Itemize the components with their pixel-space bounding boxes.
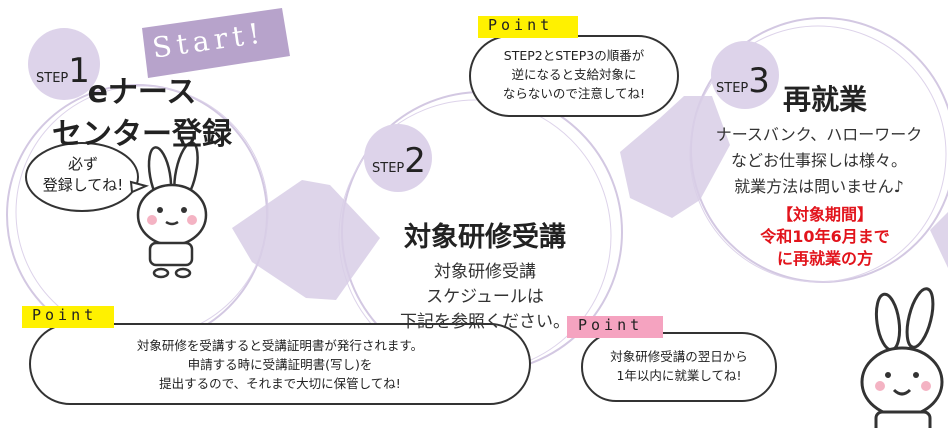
step1-title: eナース センター登録 <box>44 72 240 156</box>
point1-label: Point <box>488 16 554 34</box>
point3-text: 対象研修受講の翌日から 1年以内に就業してね! <box>610 349 748 383</box>
step3-number-disc <box>711 41 779 109</box>
point3-label: Point <box>578 316 644 334</box>
speech-bubble-tail <box>129 180 150 194</box>
step2-title: 対象研修受講 <box>404 222 566 253</box>
step1-number-disc <box>28 28 100 100</box>
arrow-3-continue <box>930 212 948 268</box>
step2-number: 2 <box>404 141 426 181</box>
step1-number: 1 <box>68 51 90 91</box>
point3-bubble <box>581 332 777 402</box>
point2-bubble <box>29 323 531 405</box>
point1-highlighter <box>478 16 578 38</box>
step2-body: 対象研修受講 スケジュールは 下記を参照ください。 <box>400 262 570 332</box>
step3-title: 再就業 <box>782 83 867 116</box>
step2-number-disc <box>364 124 432 192</box>
step3-body: ナースバンク、ハローワーク などお仕事探しは様々。 就業方法は問いません♪ <box>715 125 923 196</box>
step1-label: STEP <box>36 71 69 86</box>
point2-text: 対象研修を受講すると受講証明書が発行されます。 申請する時に受講証明書(写し)を… <box>136 338 424 391</box>
step3-header: STEP3 <box>716 64 770 98</box>
rabbit-mascot-icon <box>136 141 208 279</box>
arrow-1-to-2 <box>232 180 380 300</box>
register-speech-bubble <box>25 142 139 212</box>
rabbit-corner-icon <box>860 287 944 428</box>
step1-header: STEP1 <box>36 54 90 88</box>
step1-title-line1: eナース <box>87 75 197 110</box>
step3-label: STEP <box>716 81 749 96</box>
step2-label: STEP <box>372 161 405 176</box>
start-banner <box>142 8 290 78</box>
point3-highlighter <box>567 316 663 338</box>
step3-number: 3 <box>748 61 770 101</box>
register-reminder: 必ず 登録してね! <box>42 155 124 194</box>
point2-label: Point <box>32 306 98 324</box>
arrow-2-to-3 <box>620 96 730 218</box>
step3-target-period: 【対象期間】 令和10年6月まで に再就業の方 <box>760 205 890 268</box>
step2-header: STEP2 <box>372 144 426 178</box>
step1-title-line2: センター登録 <box>52 117 232 152</box>
point2-highlighter <box>22 306 114 328</box>
point1-text: STEP2とSTEP3の順番が 逆になると支給対象に ならないので注意してね! <box>502 48 646 101</box>
